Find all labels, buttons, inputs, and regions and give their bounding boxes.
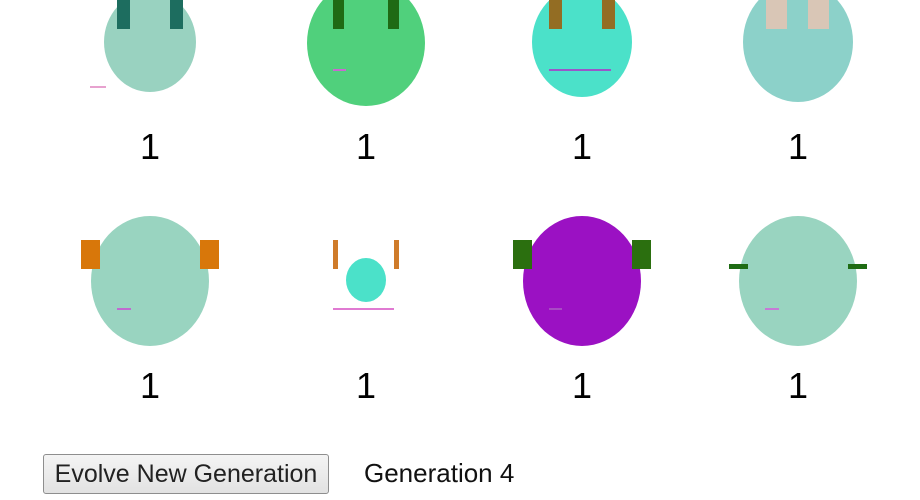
creature-face-6 [333, 240, 399, 310]
creature-face-7 [513, 216, 651, 346]
creature-score-2: 1 [355, 126, 377, 167]
creature-score-4: 1 [787, 126, 809, 167]
generation-label: Generation 4 [364, 458, 515, 488]
creature-score-8: 1 [787, 365, 809, 406]
creature-score-3: 1 [571, 126, 593, 167]
creature-card-3: 1 [492, 0, 672, 180]
creature-score-5: 1 [139, 365, 161, 406]
creature-card-1: 1 [60, 0, 240, 180]
creature-face-5 [81, 216, 219, 346]
creature-face-8 [729, 216, 867, 346]
creature-card-5: 1 [60, 215, 240, 415]
creature-card-6: 1 [276, 215, 456, 415]
creature-face-4 [743, 0, 853, 102]
creature-face-3 [532, 0, 632, 97]
evolve-new-generation-button[interactable]: Evolve New Generation [43, 454, 329, 494]
creature-card-4: 1 [708, 0, 888, 180]
creature-card-8: 1 [708, 215, 888, 415]
creature-face-1 [90, 0, 196, 92]
creature-score-1: 1 [139, 126, 161, 167]
creature-face-2 [307, 0, 425, 106]
creature-card-2: 1 [276, 0, 456, 180]
creature-card-7: 1 [492, 215, 672, 415]
creature-score-7: 1 [571, 365, 593, 406]
creature-score-6: 1 [355, 365, 377, 406]
